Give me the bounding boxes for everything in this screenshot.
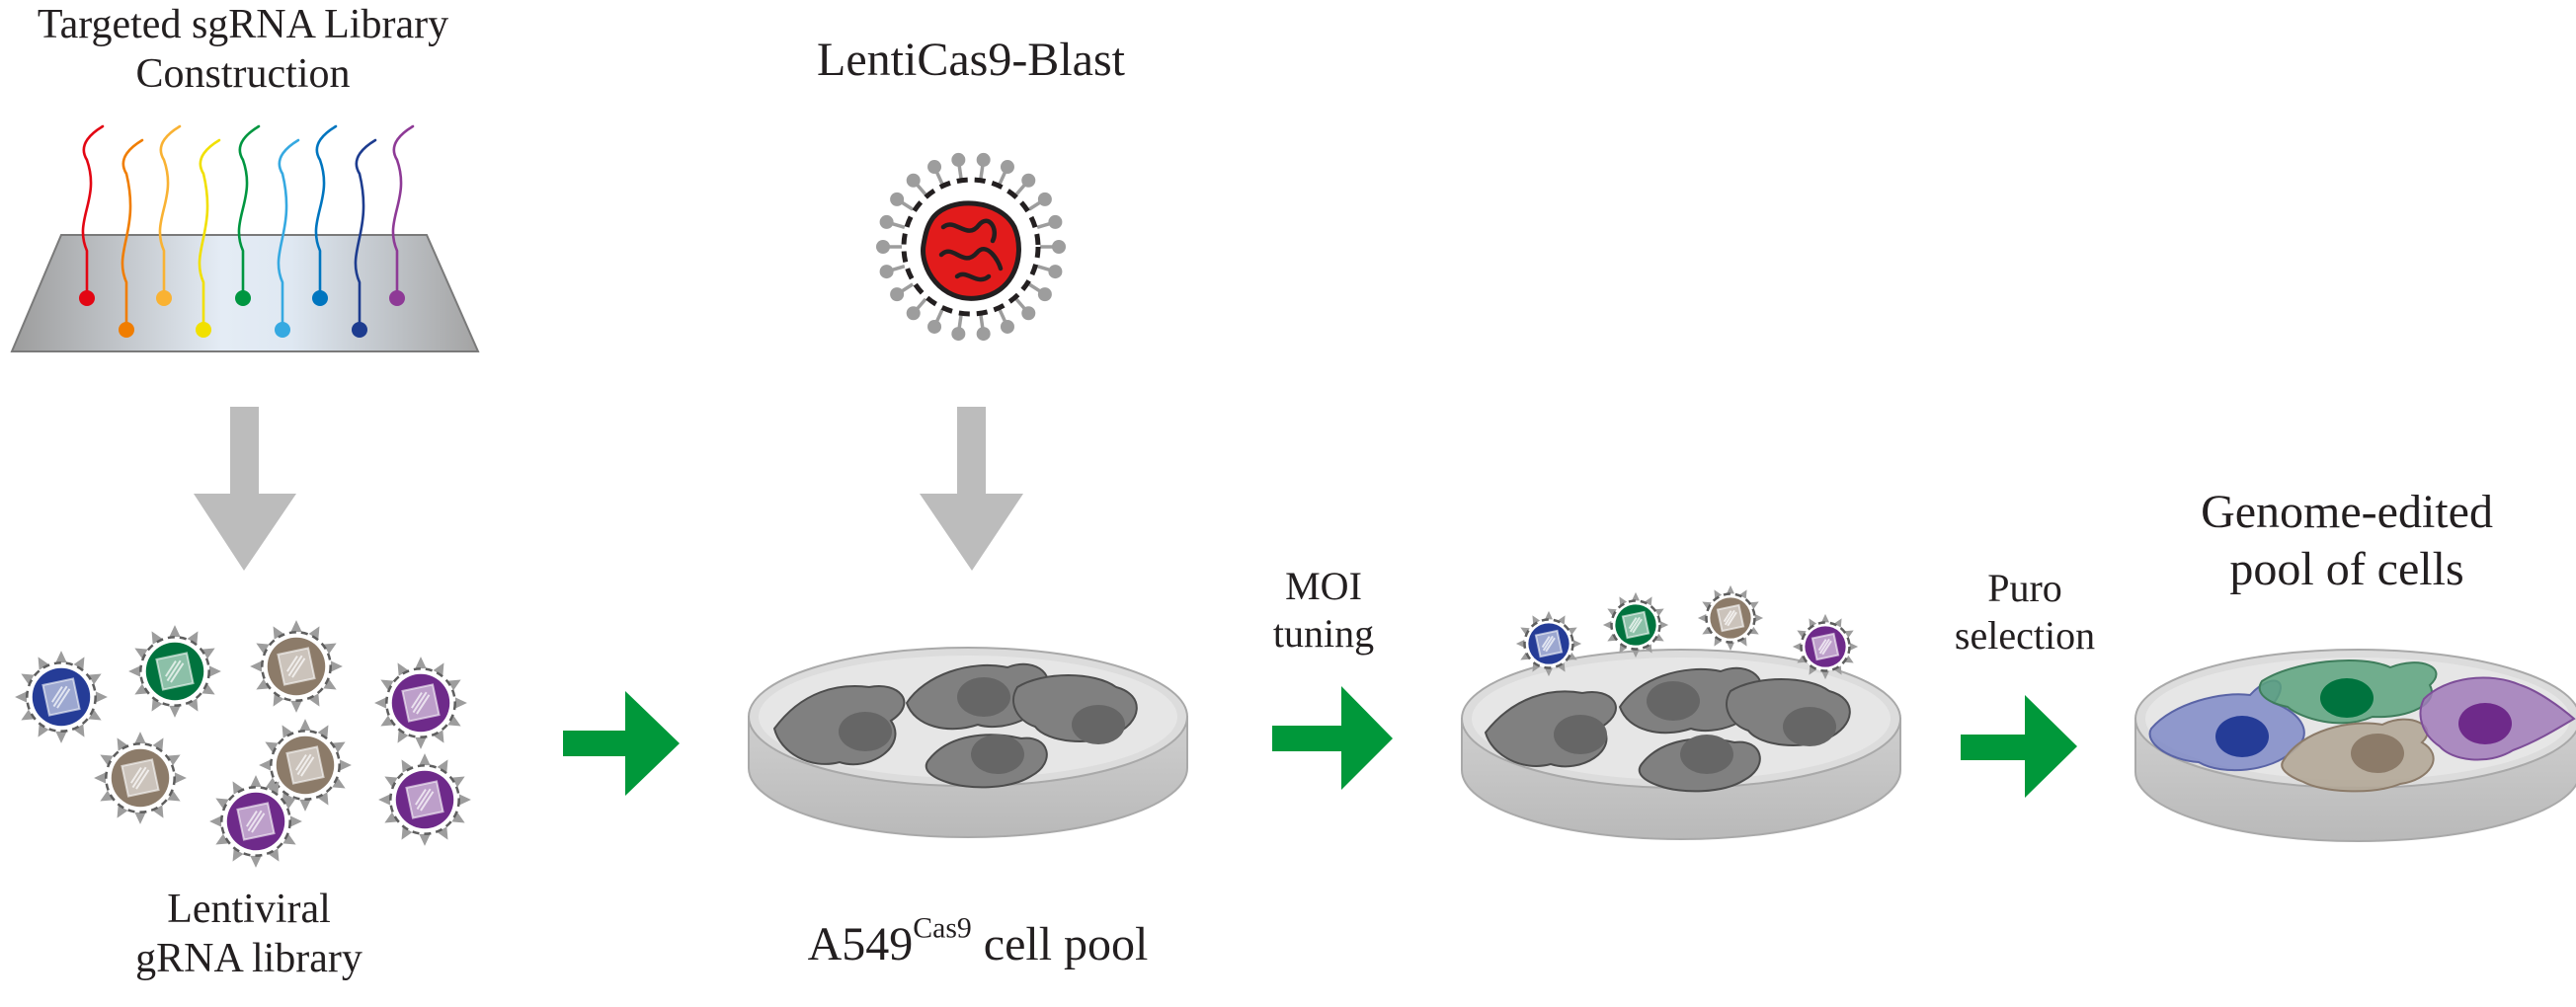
library-construction-line2: Construction	[135, 51, 351, 98]
cas9-virus-icon	[876, 152, 1066, 342]
oligo-spot	[312, 290, 328, 306]
culture-dish-icon	[1461, 649, 1901, 840]
lentivirus-icon	[1697, 584, 1764, 652]
edited-pool-line2: pool of cells	[2229, 542, 2464, 595]
cell-pool-prefix: A549	[807, 918, 914, 970]
oligo-strand	[198, 138, 221, 332]
lentivirus-icon	[94, 732, 187, 824]
lentivirus-icon	[1515, 610, 1582, 677]
lentiviral-library-label: Lentiviral gRNA library	[71, 885, 427, 984]
oligo-strand	[121, 138, 144, 332]
lentiviral-library-icon	[15, 620, 471, 868]
culture-dish-icon	[748, 647, 1188, 838]
lentiviral-library-line1: Lentiviral	[167, 887, 331, 932]
cell-pool-label: A549Cas9 cell pool	[691, 913, 1264, 973]
lentivirus-icon	[1792, 613, 1859, 680]
oligo-spot	[196, 322, 211, 338]
oligo-spot	[275, 322, 290, 338]
lentivirus-icon	[15, 651, 108, 743]
oligo-strand	[277, 138, 300, 332]
lentivirus-icon	[209, 775, 302, 868]
oligo-strand	[314, 124, 338, 300]
oligo-spot	[352, 322, 367, 338]
cas9-virus-label: LentiCas9-Blast	[724, 32, 1218, 89]
puro-step-label: Puro selection	[1916, 565, 2133, 659]
cas9-virus-text: LentiCas9-Blast	[817, 34, 1125, 86]
oligo-strand	[237, 124, 261, 300]
library-construction-line1: Targeted sgRNA Library	[37, 2, 449, 47]
oligo-spot	[235, 290, 251, 306]
oligo-strands	[79, 124, 415, 338]
oligo-strand	[391, 124, 415, 300]
lentivirus-icon	[250, 620, 343, 713]
moi-step-label: MOI tuning	[1215, 563, 1432, 658]
oligo-spot	[119, 322, 134, 338]
lentivirus-icon	[374, 657, 467, 749]
edited-pool-label: Genome-edited pool of cells	[2110, 484, 2576, 597]
cell-pool-suffix: cell pool	[971, 918, 1149, 970]
moi-step-line1: MOI	[1285, 564, 1362, 608]
puro-step-line1: Puro	[1987, 566, 2062, 610]
oligo-strand	[354, 138, 377, 332]
oligo-strand	[158, 124, 182, 300]
lentiviral-library-line2: gRNA library	[135, 936, 362, 982]
moi-step-line2: tuning	[1272, 611, 1375, 656]
culture-dish-icon	[2134, 649, 2576, 842]
lentivirus-icon	[128, 625, 221, 718]
lentivirus-icon	[1602, 591, 1669, 658]
oligo-spot	[389, 290, 405, 306]
oligo-spot	[79, 290, 95, 306]
cell-pool-text: A549Cas9 cell pool	[691, 913, 1264, 973]
input-arrow-icon	[194, 407, 1023, 571]
process-arrow-icon	[563, 686, 2077, 798]
oligo-strand	[81, 124, 105, 300]
library-construction-label: Targeted sgRNA Library Construction	[0, 0, 500, 100]
lentivirus-icon	[378, 753, 471, 846]
edited-pool-line1: Genome-edited	[2201, 486, 2493, 538]
cell-pool-superscript: Cas9	[913, 911, 972, 945]
puro-step-line2: selection	[1954, 613, 2096, 658]
oligo-spot	[156, 290, 172, 306]
lentivirus-icon	[259, 719, 352, 812]
attached-virions	[1515, 584, 1859, 680]
